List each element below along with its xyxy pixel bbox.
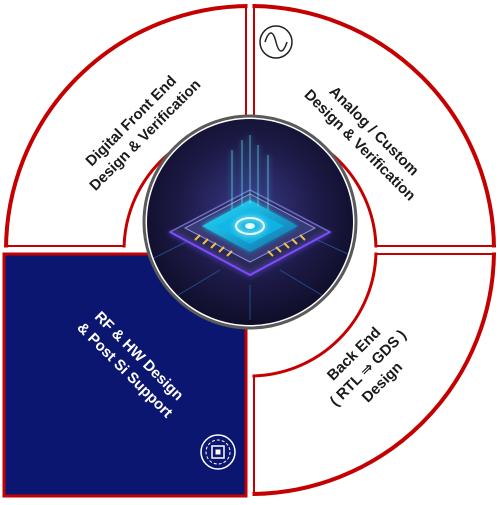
chip-gear-icon: [200, 434, 236, 470]
center-chip-image: [142, 114, 358, 330]
sine-wave-icon: [259, 25, 293, 59]
